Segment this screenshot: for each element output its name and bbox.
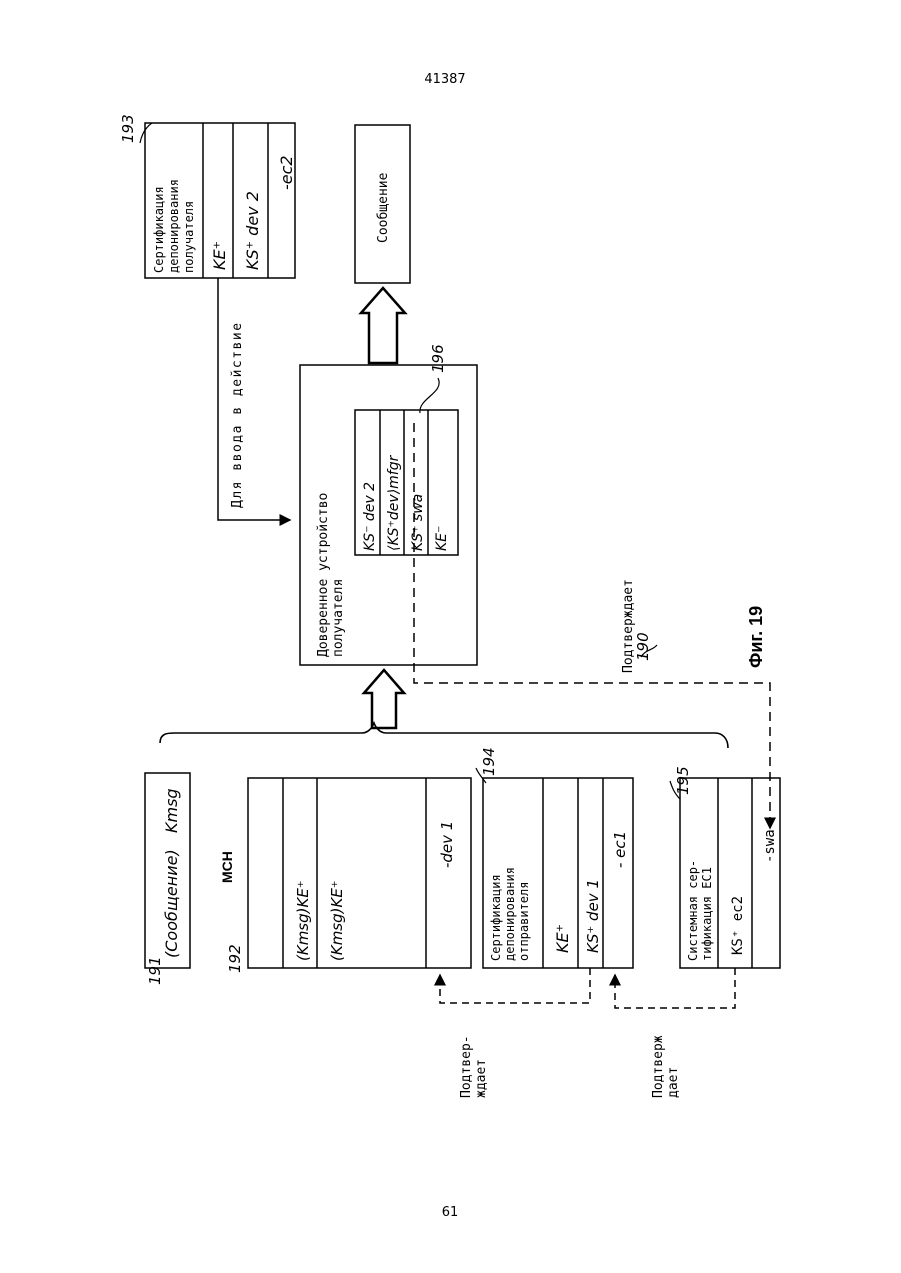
ref-192: 192 xyxy=(226,944,244,973)
trusted-device-row-4: KE⁻ xyxy=(434,526,450,551)
cert-sender-row-1: KE⁺ xyxy=(553,924,572,953)
mch-label: MCH xyxy=(219,851,235,883)
confirms-top-label: Подтверждает xyxy=(621,579,636,673)
ref-190: 190 xyxy=(634,632,652,661)
confirm-dashed-line-2 xyxy=(615,968,735,1008)
system-cert-row-1: KS⁺ ec2 xyxy=(730,896,746,955)
cert-recipient-row-1: KE⁺ xyxy=(210,241,229,270)
trusted-device-title-1: Доверенное устройство xyxy=(316,493,331,657)
confirms-1-line-1: Подтвер- xyxy=(459,1035,474,1098)
mch-row-4: -dev 1 xyxy=(438,821,456,868)
ref-194: 194 xyxy=(480,747,498,776)
trusted-device-block: Доверенное устройство получателя 190 KS⁻… xyxy=(300,344,657,665)
confirm-dashed-line-top xyxy=(414,423,770,828)
system-cert-row-2: -swa xyxy=(762,829,778,863)
trusted-device-row-2: ⟨KS⁺dev⟩mfgr xyxy=(386,454,402,551)
rotated-diagram: Фиг. 19 Сертификация депонирования получ… xyxy=(119,114,780,1098)
trusted-device-title-2: получателя xyxy=(331,579,346,657)
confirms-2-line-1: Подтверж xyxy=(651,1035,666,1098)
cert-recipient-block: Сертификация депонирования получателя KE… xyxy=(119,114,296,278)
trusted-device-row-1: KS⁻ dev 2 xyxy=(362,482,378,551)
cert-recipient-row-2: KS⁺ dev 2 xyxy=(243,191,262,270)
cert-sender-row-2: KS⁺ dev 1 xyxy=(584,879,602,953)
mch-row-1: (Kmsg)KE⁺ xyxy=(294,880,312,961)
ref-193: 193 xyxy=(119,114,137,143)
cert-sender-title-1: Сертификация xyxy=(489,874,503,961)
cert-recipient-title-3: получателя xyxy=(182,201,196,273)
input-hollow-arrow xyxy=(364,670,404,728)
message-in-key: Kmsg xyxy=(162,788,181,833)
ref-196: 196 xyxy=(429,344,447,373)
message-out-label: Сообщение xyxy=(376,172,391,243)
system-cert-title-2: тификация EC1 xyxy=(700,867,714,961)
message-out-block: Сообщение xyxy=(355,125,410,283)
system-cert-block: Системная сер- тификация EC1 KS⁺ ec2 -sw… xyxy=(670,766,780,968)
confirm-dashed-line-1 xyxy=(440,968,590,1003)
cert-sender-block: Сертификация депонирования отправителя K… xyxy=(476,747,633,968)
ref-195: 195 xyxy=(674,766,692,795)
system-cert-title-1: Системная сер- xyxy=(686,860,700,961)
cert-recipient-title-1: Сертификация xyxy=(152,186,166,273)
confirms-1-line-2: ждает xyxy=(474,1059,489,1098)
ref-191: 191 xyxy=(146,956,164,985)
output-hollow-arrow xyxy=(361,288,405,363)
mch-block: MCH (Kmsg)KE⁺ (Kmsg)KE⁺ -dev 1 192 xyxy=(219,778,471,973)
cert-recipient-row-3: -ec2 xyxy=(277,155,296,190)
cert-sender-title-3: отправителя xyxy=(517,882,531,961)
grouping-brace xyxy=(160,723,728,748)
confirms-2-line-2: дает xyxy=(666,1067,681,1098)
trusted-device-row-3: KS⁺ swa xyxy=(410,494,426,551)
message-in-block: (Сообщение) Kmsg 191 xyxy=(145,773,190,985)
activation-label: Для ввода в действие xyxy=(230,321,245,508)
figure-caption: Фиг. 19 xyxy=(746,606,766,668)
cert-recipient-title-2: депонирования xyxy=(167,179,181,273)
cert-sender-row-3: - ec1 xyxy=(611,831,629,868)
message-in-text: (Сообщение) xyxy=(162,849,181,958)
cert-sender-title-2: депонирования xyxy=(503,867,517,961)
mch-row-2: (Kmsg)KE⁺ xyxy=(328,880,346,961)
activation-arrow xyxy=(218,278,290,520)
